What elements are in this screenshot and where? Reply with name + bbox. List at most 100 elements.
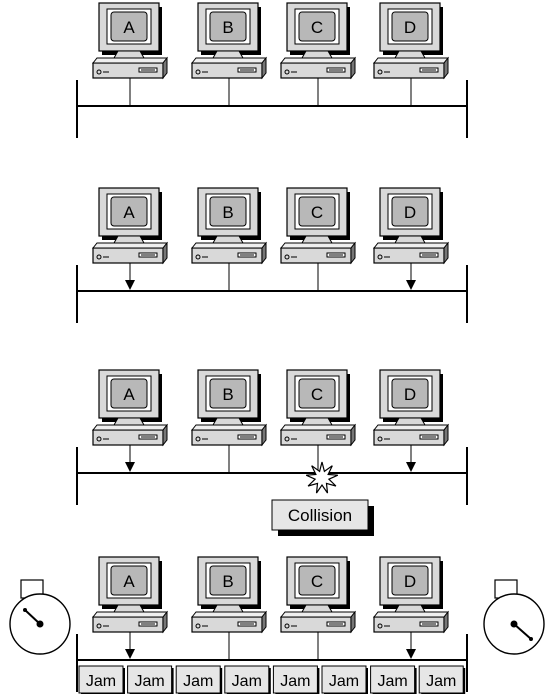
computer-label: B <box>222 385 233 404</box>
system-unit-top <box>372 611 450 618</box>
jam-label: Jam <box>329 673 359 690</box>
system-unit-top <box>279 242 357 249</box>
computer-label: A <box>123 572 135 591</box>
power-button <box>284 623 290 629</box>
monitor-stand <box>301 50 333 59</box>
power-button <box>377 436 383 442</box>
down-arrow-icon <box>406 649 416 659</box>
computer-label: D <box>404 203 416 222</box>
jam-label: Jam <box>426 673 456 690</box>
power-button <box>96 69 102 75</box>
computer-d: D <box>372 187 450 265</box>
backoff-timer-clock-icon <box>483 579 545 655</box>
backoff-timer-clock-icon <box>9 579 71 655</box>
computer-c: C <box>279 556 357 634</box>
monitor-stand <box>113 417 145 426</box>
computer-label: B <box>222 18 233 37</box>
jam-label: Jam <box>280 673 310 690</box>
system-unit-side <box>350 241 356 265</box>
power-button <box>284 436 290 442</box>
down-arrow-icon <box>125 462 135 472</box>
system-unit-top <box>190 242 268 249</box>
screen <box>391 11 429 42</box>
system-unit-top <box>190 57 268 64</box>
jam-label: Jam <box>232 673 262 690</box>
power-button <box>377 69 383 75</box>
monitor-stand <box>301 417 333 426</box>
system-unit-top <box>372 242 450 249</box>
computer-c: C <box>279 2 357 80</box>
system-unit-top <box>190 424 268 431</box>
screen <box>110 196 148 227</box>
screen <box>209 11 247 42</box>
computer-b: B <box>190 369 268 447</box>
system-unit-top <box>190 611 268 618</box>
power-button <box>195 69 201 75</box>
power-button <box>195 623 201 629</box>
screen <box>209 565 247 596</box>
computer-label: C <box>311 203 323 222</box>
computer-b: B <box>190 556 268 634</box>
jam-label: Jam <box>377 673 407 690</box>
computer-label: C <box>311 572 323 591</box>
screen <box>391 565 429 596</box>
power-button <box>377 623 383 629</box>
monitor-stand <box>394 50 426 59</box>
down-arrow-icon <box>406 280 416 290</box>
jam-box <box>78 665 124 694</box>
computer-label: A <box>123 18 135 37</box>
system-unit-top <box>91 57 169 64</box>
down-arrow-icon <box>406 462 416 472</box>
collision-label: Collision <box>288 506 352 525</box>
power-button <box>377 254 383 260</box>
screen <box>391 196 429 227</box>
system-unit-side <box>350 423 356 447</box>
system-unit-side <box>443 241 449 265</box>
computer-c: C <box>279 369 357 447</box>
monitor-stand <box>394 235 426 244</box>
system-unit-side <box>261 423 267 447</box>
computer-d: D <box>372 369 450 447</box>
computer-a: A <box>91 187 169 265</box>
jam-label: Jam <box>86 673 116 690</box>
screen <box>391 378 429 409</box>
computer-d: D <box>372 2 450 80</box>
power-button <box>195 436 201 442</box>
jam-box <box>321 665 367 694</box>
screen <box>110 378 148 409</box>
computer-label: D <box>404 18 416 37</box>
system-unit-side <box>162 610 168 634</box>
collision-label-box <box>271 499 369 531</box>
timer-hand-tip <box>23 608 27 612</box>
power-button <box>195 254 201 260</box>
screen <box>110 11 148 42</box>
system-unit-side <box>350 56 356 80</box>
monitor-stand <box>212 235 244 244</box>
jam-box <box>224 665 270 694</box>
computer-a: A <box>91 2 169 80</box>
power-button <box>96 254 102 260</box>
scene-2: A B C D <box>76 187 468 323</box>
power-button <box>284 254 290 260</box>
monitor-stand <box>394 417 426 426</box>
system-unit-side <box>162 423 168 447</box>
jam-box <box>370 665 416 694</box>
system-unit-side <box>350 610 356 634</box>
screen <box>298 565 336 596</box>
computer-b: B <box>190 2 268 80</box>
computer-label: B <box>222 203 233 222</box>
timer-hand <box>513 623 532 640</box>
monitor-stand <box>301 235 333 244</box>
monitor-stand <box>113 235 145 244</box>
system-unit-top <box>91 424 169 431</box>
down-arrow-icon <box>125 280 135 290</box>
starburst-collision-icon <box>305 461 339 494</box>
timer-center <box>510 620 518 628</box>
screen <box>298 196 336 227</box>
system-unit-top <box>279 57 357 64</box>
system-unit-side <box>261 610 267 634</box>
monitor-stand <box>301 604 333 613</box>
